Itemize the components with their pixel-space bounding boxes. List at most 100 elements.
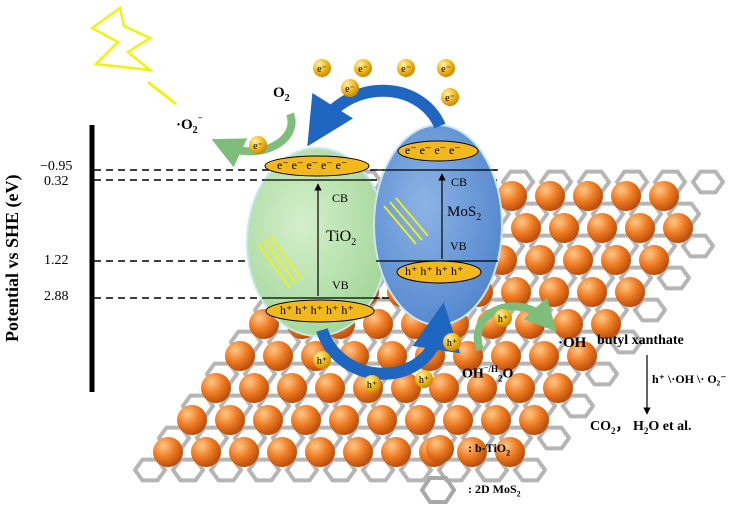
hole-dot: h⁺ — [363, 375, 381, 393]
hole-dot: h⁺ — [313, 351, 331, 369]
mos2-label: MoS2 — [447, 204, 482, 223]
electron-dot-label: e⁻ — [317, 64, 327, 75]
tio2-sphere — [519, 405, 549, 435]
hexagon-cell — [584, 361, 620, 387]
tio2-sphere — [539, 277, 569, 307]
hexagon-cell — [536, 425, 572, 451]
electron-dot: e⁻ — [441, 88, 459, 106]
tio2-sphere — [601, 245, 631, 275]
tio2-sphere — [615, 277, 645, 307]
tio2-sphere — [405, 405, 435, 435]
tio2-sphere — [625, 213, 655, 243]
charge-carrier-dots: e⁻e⁻e⁻e⁻e⁻e⁻e⁻h⁺h⁺h⁺h⁺h⁺ — [249, 59, 512, 393]
mos2-cb-label: CB — [451, 175, 468, 189]
tio2-sphere — [329, 405, 359, 435]
tio2-sphere — [201, 373, 231, 403]
electron-dot: e⁻ — [354, 59, 372, 77]
tio2-sphere — [553, 309, 583, 339]
legend-hexagon-icon — [419, 476, 457, 504]
hydroxide-water-label: OH⁻/H2O — [462, 364, 514, 384]
superoxide-formation-arrow — [211, 112, 296, 168]
tio2-sphere — [177, 405, 207, 435]
tick-cb-tio2: 0.32 — [44, 174, 69, 189]
mos2-vb-hole-band — [396, 260, 482, 284]
tio2-sphere — [525, 245, 555, 275]
light-ray — [147, 80, 177, 106]
tio2-sphere — [467, 373, 497, 403]
tio2-sphere — [363, 309, 393, 339]
tio2-sphere — [291, 405, 321, 435]
superoxide-label: ·O2⁻ — [176, 115, 203, 136]
tio2-sphere — [511, 213, 541, 243]
tio2-sphere — [663, 213, 693, 243]
potential-axis-title: Potential vs SHE (eV) — [2, 174, 22, 342]
tio2-sphere — [497, 181, 527, 211]
tio2-sphere — [153, 437, 183, 467]
electron-transfer-arrow — [307, 84, 446, 147]
hole-dot: h⁺ — [443, 333, 461, 351]
tio2-sphere — [543, 373, 573, 403]
light-absorption-stripes — [257, 197, 429, 289]
tio2-sphere — [495, 437, 525, 467]
hole-dot-label: h⁺ — [419, 375, 429, 386]
tick-vb-mos2: 1.22 — [44, 253, 69, 268]
tio2-label: TiO2 — [326, 228, 357, 249]
tio2-sphere — [267, 437, 297, 467]
electron-dot-label: e⁻ — [345, 84, 355, 95]
tio2-sphere — [549, 213, 579, 243]
tio2-sphere — [573, 181, 603, 211]
tio2-sphere — [377, 341, 407, 371]
tio2-sphere — [249, 309, 279, 339]
mos2-cb-electron-band — [397, 140, 479, 162]
tio2-holes-label: h⁺ h⁺ h⁺ h⁺ h⁺ — [280, 303, 354, 317]
electron-dot: e⁻ — [341, 79, 359, 97]
tio2-sphere — [563, 245, 593, 275]
tio2-sphere — [239, 373, 269, 403]
tio2-sphere — [253, 405, 283, 435]
hexagon-cell — [632, 297, 668, 323]
tio2-electrons-label: e⁻ e⁻ e⁻ e⁻ e⁻ — [277, 158, 348, 172]
hexagon-cell — [656, 265, 692, 291]
tio2-sphere — [343, 437, 373, 467]
legend-sphere-icon — [426, 435, 454, 463]
tio2-sphere — [639, 245, 669, 275]
tio2-cb-label: CB — [332, 191, 349, 205]
hole-dot: h⁺ — [494, 309, 512, 327]
tio2-sphere — [567, 341, 597, 371]
tio2-sphere — [315, 373, 345, 403]
products-label: CO2， H2O et al. — [590, 419, 692, 436]
electron-dot-label: e⁻ — [358, 64, 368, 75]
tio2-sphere — [391, 373, 421, 403]
hole-transfer-arrow — [316, 302, 460, 380]
tio2-sphere — [481, 405, 511, 435]
tio2-sphere — [591, 309, 621, 339]
tio2-sphere — [491, 341, 521, 371]
tio2-sphere — [381, 437, 411, 467]
tio2-sphere — [305, 437, 335, 467]
legend-hexagon-label: : 2D MoS2 — [468, 482, 521, 499]
hole-dot-label: h⁺ — [367, 380, 377, 391]
hole-dot-label: h⁺ — [498, 314, 508, 325]
tio2-sphere — [611, 181, 641, 211]
tio2-sphere — [505, 373, 535, 403]
tio2-band-edges — [262, 179, 380, 299]
tio2-sphere — [443, 405, 473, 435]
tio2-sphere — [577, 277, 607, 307]
tio2-sphere — [587, 213, 617, 243]
electron-dot: e⁻ — [313, 59, 331, 77]
hexagon-cell — [680, 233, 716, 259]
hole-dot-label: h⁺ — [317, 356, 327, 367]
electron-dot-label: e⁻ — [401, 64, 411, 75]
tick-cb-mos2: −0.95 — [40, 159, 73, 174]
electron-dot-label: e⁻ — [253, 141, 263, 152]
reaction-conditions-label: h⁺ \·OH \· O₂⁻ — [652, 372, 727, 386]
tio2-sphere — [367, 405, 397, 435]
hexagon-cell — [560, 393, 596, 419]
electron-dot: e⁻ — [397, 59, 415, 77]
tio2-cb-electron-band — [264, 155, 370, 177]
tio2-sphere — [225, 341, 255, 371]
tick-vb-tio2: 2.88 — [44, 289, 69, 304]
tio2-sphere — [263, 341, 293, 371]
mos2-holes-label: h⁺ h⁺ h⁺ h⁺ — [405, 264, 464, 278]
hole-dot-label: h⁺ — [447, 338, 457, 349]
